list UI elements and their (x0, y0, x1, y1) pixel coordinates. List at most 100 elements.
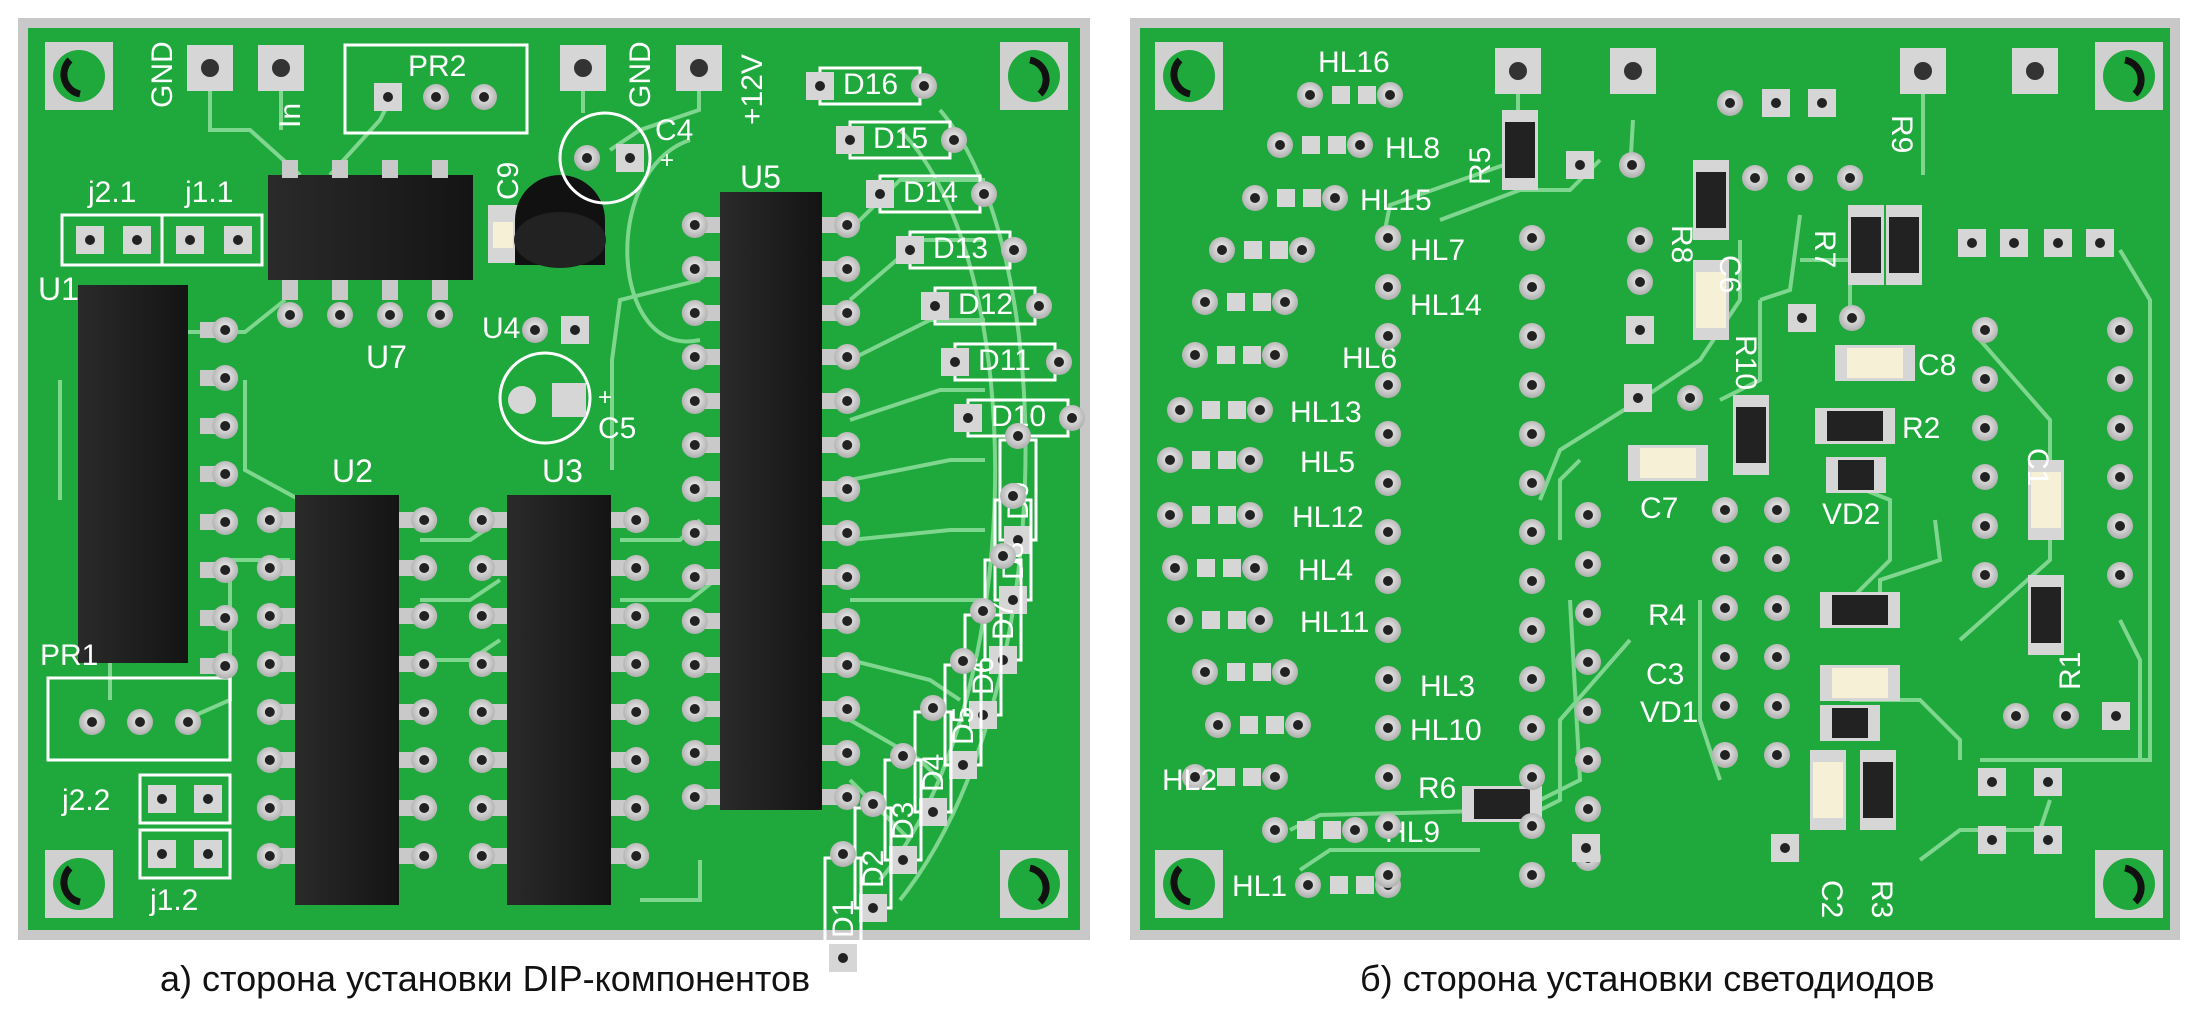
pad-hole (979, 189, 989, 199)
pad-hole (264, 611, 275, 621)
diode-label: D11 (978, 344, 1031, 377)
pad-hole (1270, 825, 1280, 835)
pad-hole (1213, 720, 1223, 730)
pad-hole (1720, 554, 1730, 564)
led-label: HL2 (1162, 764, 1217, 797)
pad-hole (631, 659, 642, 669)
pad-hole (132, 235, 142, 245)
pad-hole (1627, 160, 1637, 170)
led-smd-pad (1240, 716, 1258, 734)
pad-hole (85, 235, 95, 245)
pad-hole (1527, 429, 1537, 439)
led-smd-pad (1243, 768, 1261, 786)
diode-d9: D9 (998, 423, 1038, 554)
pad-hole (87, 717, 97, 727)
label-r7: R7 (1808, 230, 1841, 268)
pad-hole (264, 803, 275, 813)
c5-pad (552, 383, 586, 417)
smd-body (1505, 122, 1535, 178)
pad-hole (1383, 821, 1393, 831)
diode-label: D14 (903, 176, 958, 209)
pr2-outline (343, 43, 529, 135)
pad-hole (838, 849, 848, 859)
pad-hole (285, 310, 295, 320)
pad-hole (135, 717, 145, 727)
pad-hole (963, 413, 973, 423)
pad-hole (1034, 301, 1044, 311)
pad-hole (1581, 843, 1591, 853)
smd-body (1838, 460, 1874, 490)
pad-hole (1980, 325, 1990, 335)
pad-hole (1165, 455, 1175, 465)
pad-hole (631, 851, 642, 861)
diode-d16: D16 (806, 66, 937, 106)
pad-hole (1255, 405, 1265, 415)
led-smd-pad (1244, 241, 1262, 259)
copper-trace (2118, 619, 2142, 760)
capacitor-c4-outline (558, 111, 652, 205)
pad-hole (1255, 615, 1265, 625)
label-r10: R10 (1729, 335, 1762, 390)
pad-hole (1383, 674, 1393, 684)
led-label: HL15 (1360, 184, 1432, 217)
led-smd-pad (1297, 821, 1315, 839)
u1-label: U1 (38, 271, 79, 307)
pr1-outline (46, 676, 232, 762)
pad-hole (1987, 835, 1997, 845)
c4-plus: + (660, 147, 674, 174)
pad-hole (919, 81, 929, 91)
jumper-j2-2-outline (138, 773, 232, 825)
pad-hole (1527, 674, 1537, 684)
pad-hole (1772, 505, 1782, 515)
pad-hole (1583, 706, 1593, 716)
label-r8: R8 (1665, 225, 1698, 263)
pad-hole (1383, 870, 1393, 880)
pad-hole (631, 803, 642, 813)
pad-hole (1305, 90, 1315, 100)
pad-hole (838, 953, 848, 963)
pr1-label: PR1 (40, 639, 98, 672)
pad-hole (1383, 282, 1393, 292)
pad-hole (1635, 277, 1645, 287)
led-label: HL3 (1420, 670, 1475, 703)
pad-hole (631, 707, 642, 717)
pad-hole (1527, 576, 1537, 586)
in-label: In (274, 103, 307, 128)
chip-pin (432, 280, 448, 300)
pad-hole (2043, 777, 2053, 787)
pad-hole (689, 264, 700, 274)
diode-label: D13 (933, 232, 988, 265)
u7-label: U7 (366, 339, 407, 375)
pad-hole (842, 748, 853, 758)
led-label: HL12 (1292, 501, 1364, 534)
pad-hole (435, 310, 445, 320)
pad-hole (998, 551, 1008, 561)
pad-hole (1013, 535, 1023, 545)
led-hl8: HL8 (1267, 132, 1440, 165)
pad-hole (1383, 772, 1393, 782)
led-smd-pad (1192, 451, 1210, 469)
pad-hole (1817, 98, 1827, 108)
pad-hole (220, 469, 231, 479)
pad-hole (2011, 711, 2021, 721)
pad-hole (1355, 140, 1365, 150)
mounting-hole (2095, 850, 2163, 918)
pad-hole (476, 755, 487, 765)
pad-hole (1720, 750, 1730, 760)
pad-hole (930, 301, 940, 311)
led-label: HL8 (1385, 132, 1440, 165)
pad-hole (582, 153, 592, 163)
pad-hole (476, 851, 487, 861)
pad-hole (157, 794, 167, 804)
pad-hole (1980, 472, 1990, 482)
diode-d1: D1 (823, 841, 863, 972)
pad-hole (1009, 245, 1019, 255)
pad-hole (1685, 393, 1695, 403)
pad-hole (264, 659, 275, 669)
pad-hole (476, 515, 487, 525)
pad-hole (1720, 652, 1730, 662)
copper-trace (160, 298, 287, 334)
pad-hole (479, 92, 489, 102)
pad-hole (1008, 595, 1018, 605)
